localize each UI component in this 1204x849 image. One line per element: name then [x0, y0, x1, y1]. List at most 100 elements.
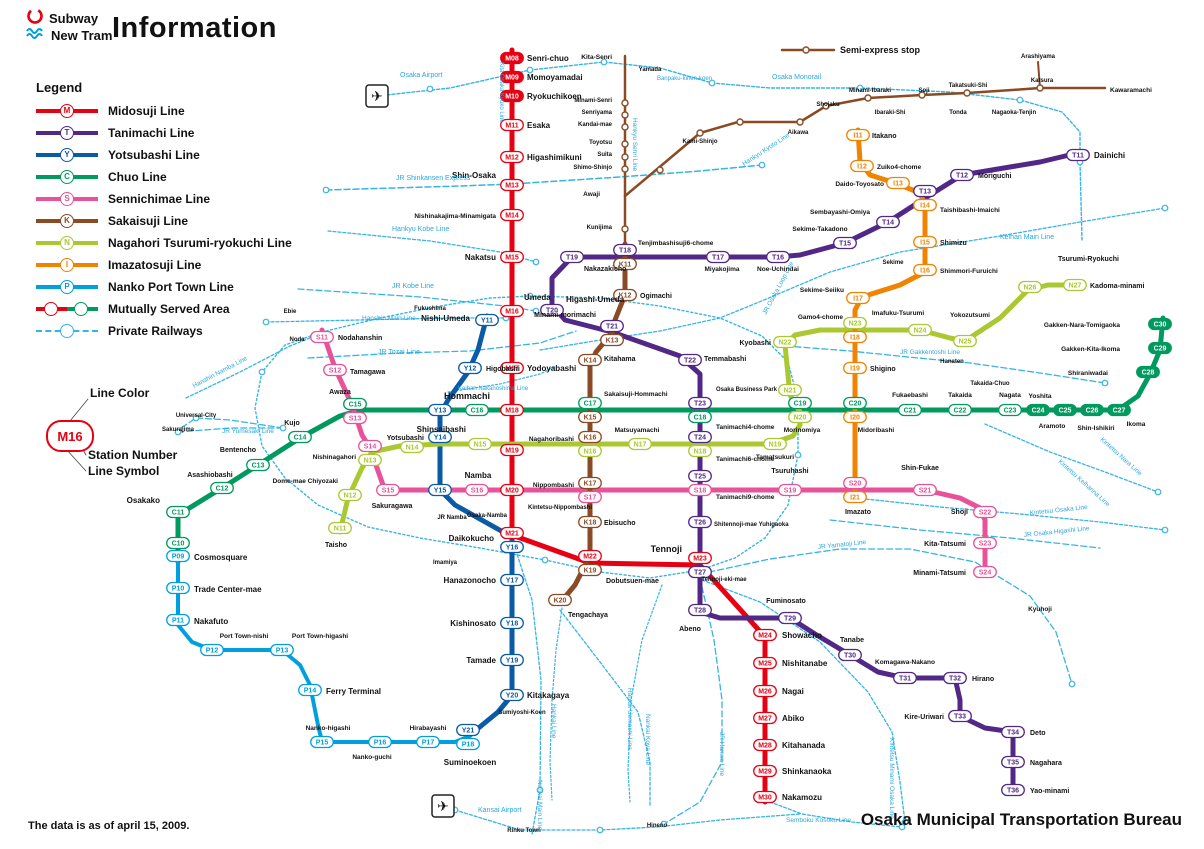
station-label: Shinkanaoka: [782, 767, 832, 776]
station-label: Ibaraki-Shi: [875, 110, 906, 116]
station-marker-S14: [358, 439, 382, 453]
station-label: Nishinagahori: [313, 454, 357, 461]
station-label: Nishi-Umeda: [421, 314, 470, 323]
station-marker-S22: [973, 505, 997, 519]
line-kintetsu-nara: [984, 423, 1159, 493]
station-marker-C24: [1026, 403, 1050, 417]
station-marker-text: C16: [471, 408, 484, 415]
station-label: Aikawa: [788, 130, 809, 136]
station-marker-N14: [400, 440, 424, 454]
station-marker-N11: [328, 521, 352, 535]
station-label: Shojaku: [816, 102, 840, 108]
station-marker-text: Y13: [434, 408, 447, 415]
station-marker-text: Y21: [462, 728, 475, 735]
station-marker-T15: [833, 236, 857, 250]
station-marker-I17: [846, 291, 870, 305]
station-marker-text: T16: [772, 255, 784, 262]
line-jr-kobe: [297, 288, 537, 312]
station-marker-text: T20: [546, 308, 558, 315]
station-marker-text: I20: [850, 415, 860, 422]
station-label: Momoyamadai: [527, 73, 583, 82]
station-marker-T33: [948, 709, 972, 723]
station-label: Abiko: [782, 714, 804, 723]
station-marker-Y20: [500, 688, 524, 702]
station-marker-M25: [753, 656, 777, 670]
station-marker-text: K18: [584, 520, 597, 527]
line-hankai-line: [549, 607, 563, 801]
station-marker-text: P12: [206, 648, 219, 655]
station-label: Osaka-Namba: [467, 513, 508, 519]
station-label: Hanazonocho: [444, 576, 497, 585]
line-jr-gakkentoshi: [785, 345, 1106, 384]
station-marker-N22: [773, 335, 797, 349]
station-label: Osakako: [127, 496, 160, 505]
station-label: Yamada: [639, 67, 662, 73]
station-marker-text: C21: [904, 408, 917, 415]
station-marker-text: Y12: [464, 366, 477, 373]
legend-item-sample: T: [36, 125, 98, 141]
rail-station-dot: [758, 161, 766, 169]
station-marker-C26: [1080, 403, 1104, 417]
station-marker-text: C25: [1059, 408, 1072, 415]
station-marker-text: T15: [839, 241, 851, 248]
station-marker-text: S17: [584, 495, 597, 502]
station-label: Taishibashi-Imaichi: [940, 207, 1000, 214]
station-marker-C15: [343, 397, 367, 411]
station-label: Moriguchi: [978, 173, 1011, 180]
station-marker-I12: [850, 159, 874, 173]
station-label: Matsuyamachi: [615, 427, 660, 434]
station-marker-text: S19: [784, 488, 797, 495]
legend-item-label: Nagahori Tsurumi-ryokuchi Line: [108, 236, 292, 250]
station-label: Nakamozu: [782, 793, 822, 802]
station-marker-text: C19: [794, 401, 807, 408]
station-marker-C30: [1148, 317, 1172, 331]
station-marker-text: N23: [849, 321, 862, 328]
legend-item-label: Tanimachi Line: [108, 126, 195, 140]
station-marker-T27: [688, 565, 712, 579]
station-marker-T32: [943, 671, 967, 685]
station-marker-Y11: [475, 313, 499, 327]
logo: Subway New Tram: [26, 8, 113, 44]
rail-station-dot: [258, 368, 266, 376]
semi-express-stop-dot: [864, 94, 872, 102]
station-label: Yotsubashi: [387, 435, 424, 442]
legend-item-sample: P: [36, 279, 98, 295]
station-label: Dobutsuen-mae: [606, 578, 659, 585]
railway-label: Kansai Airport: [478, 807, 522, 814]
station-marker-text: C10: [172, 541, 185, 548]
station-marker-text: M14: [505, 213, 519, 220]
station-marker-text: T14: [882, 220, 894, 227]
station-label: Universal-City: [176, 413, 217, 419]
railway-label: JR Gakkentoshi Line: [900, 349, 960, 356]
station-label: Shimmori-Furuichi: [940, 268, 998, 275]
railway-label: JR Osaka Higashi Line: [1023, 525, 1090, 539]
railway-label: Nankai Koya Line: [644, 714, 651, 765]
line-semboku-kosoku: [764, 799, 903, 828]
station-marker-text: S24: [979, 570, 992, 577]
legend-item-sample: [36, 301, 98, 317]
station-label: Ebisucho: [604, 520, 636, 527]
station-marker-text: N22: [779, 340, 792, 347]
station-marker-text: M08: [505, 56, 519, 63]
station-marker-text: I14: [920, 203, 930, 210]
station-marker-text: C30: [1154, 322, 1167, 329]
station-marker-text: C24: [1032, 408, 1045, 415]
station-marker-M12: [500, 150, 524, 164]
station-label: Awaji: [583, 191, 600, 198]
station-label: Higashimikuni: [527, 153, 582, 162]
station-label: Tsuruhashi: [771, 468, 808, 475]
station-marker-text: M25: [758, 661, 772, 668]
newtram-logo-label: New Tram: [51, 28, 113, 43]
railway-label: Nankai Main Line: [536, 780, 543, 831]
station-label: Imazato: [845, 509, 871, 516]
station-marker-text: K11: [619, 262, 632, 269]
station-marker-T16: [766, 250, 790, 264]
station-marker-text: K20: [554, 598, 567, 605]
rail-station-dot: [600, 58, 608, 66]
station-marker-text: I11: [853, 133, 862, 140]
station-label: Asashiobashi: [187, 472, 233, 479]
station-marker-C25: [1053, 403, 1077, 417]
station-label: Kandai-mae: [578, 122, 613, 128]
station-marker-text: T13: [919, 189, 931, 196]
